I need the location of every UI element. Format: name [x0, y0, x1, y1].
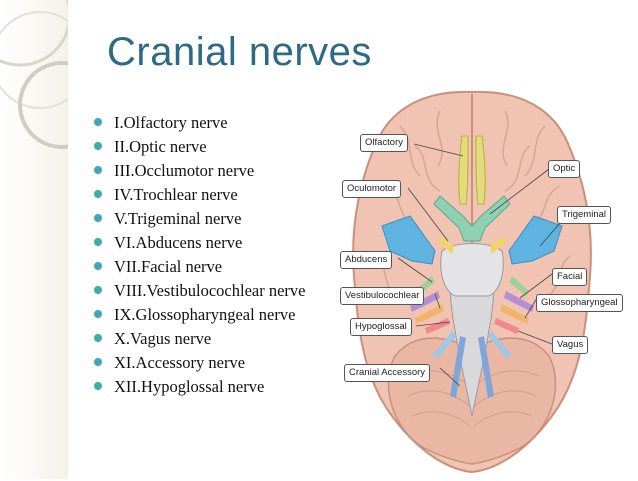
brain-diagram: Olfactory Optic Oculomotor Trigeminal Ab… [320, 86, 625, 476]
label-vagus: Vagus [552, 336, 589, 354]
decorative-sidebar [0, 0, 68, 479]
list-item-text: VII.Facial nerve [114, 257, 223, 276]
label-glossopharyngeal: Glossopharyngeal [536, 294, 623, 312]
list-item: II.Optic nerve [94, 137, 334, 156]
bullet-icon [94, 358, 102, 366]
list-item: X.Vagus nerve [94, 329, 334, 348]
list-item-text: IV.Trochlear nerve [114, 185, 238, 204]
list-item-text: II.Optic nerve [114, 137, 207, 156]
label-trigeminal: Trigeminal [557, 206, 611, 224]
label-olfactory: Olfactory [360, 134, 409, 152]
list-item-text: XI.Accessory nerve [114, 353, 246, 372]
list-item-text: IX.Glossopharyngeal nerve [114, 305, 296, 324]
bullet-icon [94, 262, 102, 270]
list-item-text: X.Vagus nerve [114, 329, 212, 348]
bullet-icon [94, 310, 102, 318]
list-item: I.Olfactory nerve [94, 113, 334, 132]
label-cranial-accessory: Cranial Accessory [344, 364, 431, 382]
list-item: XI.Accessory nerve [94, 353, 334, 372]
bullet-icon [94, 190, 102, 198]
list-item-text: XII.Hypoglossal nerve [114, 377, 265, 396]
list-item-text: III.Occlumotor nerve [114, 161, 255, 180]
page-title: Cranial nerves [107, 30, 372, 74]
list-item: VIII.Vestibulocochlear nerve [94, 281, 334, 300]
bullet-icon [94, 214, 102, 222]
list-item: III.Occlumotor nerve [94, 161, 334, 180]
list-item: VII.Facial nerve [94, 257, 334, 276]
list-item: V.Trigeminal nerve [94, 209, 334, 228]
list-item-text: V.Trigeminal nerve [114, 209, 242, 228]
list-item-text: VIII.Vestibulocochlear nerve [114, 281, 306, 300]
bullet-icon [94, 118, 102, 126]
list-item: IX.Glossopharyngeal nerve [94, 305, 334, 324]
label-oculomotor: Oculomotor [342, 180, 402, 198]
list-item: VI.Abducens nerve [94, 233, 334, 252]
bullet-icon [94, 286, 102, 294]
list-item-text: VI.Abducens nerve [114, 233, 243, 252]
label-optic: Optic [548, 160, 581, 178]
list-item: IV.Trochlear nerve [94, 185, 334, 204]
nerve-list: I.Olfactory nerve II.Optic nerve III.Occ… [94, 113, 334, 401]
bullet-icon [94, 334, 102, 342]
label-abducens: Abducens [340, 251, 393, 269]
label-hypoglossal: Hypoglossal [350, 318, 412, 336]
list-item-text: I.Olfactory nerve [114, 113, 228, 132]
list-item: XII.Hypoglossal nerve [94, 377, 334, 396]
decorative-circles [0, 0, 68, 149]
bullet-icon [94, 238, 102, 246]
label-vestibulocochlear: Vestibulocochlear [340, 287, 425, 305]
bullet-icon [94, 166, 102, 174]
bullet-icon [94, 142, 102, 150]
bullet-icon [94, 382, 102, 390]
label-facial: Facial [552, 268, 588, 286]
